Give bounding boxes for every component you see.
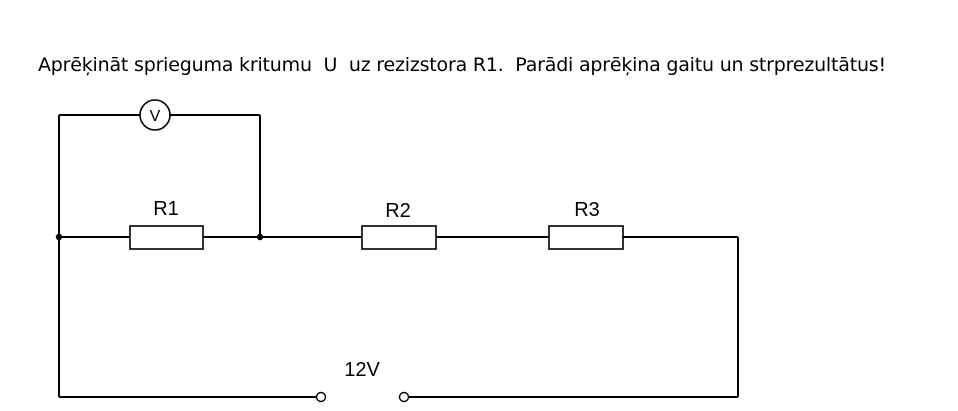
resistor-r1 [129, 225, 204, 250]
junction-right-r1 [256, 233, 264, 241]
source-terminal-right [398, 391, 410, 403]
task-text: Aprēķināt sprieguma kritumu U uz rezizst… [38, 54, 886, 76]
source-label: 12V [344, 359, 380, 381]
resistor-r3 [548, 225, 624, 250]
junction-left [55, 233, 63, 241]
resistor-label-r2: R2 [385, 200, 411, 222]
resistor-label-r3: R3 [574, 199, 600, 221]
resistor-r2 [361, 225, 437, 250]
source-terminal-left [315, 391, 327, 403]
voltmeter [139, 99, 171, 131]
resistor-label-r1: R1 [153, 198, 179, 220]
voltmeter-symbol: V [150, 108, 161, 125]
